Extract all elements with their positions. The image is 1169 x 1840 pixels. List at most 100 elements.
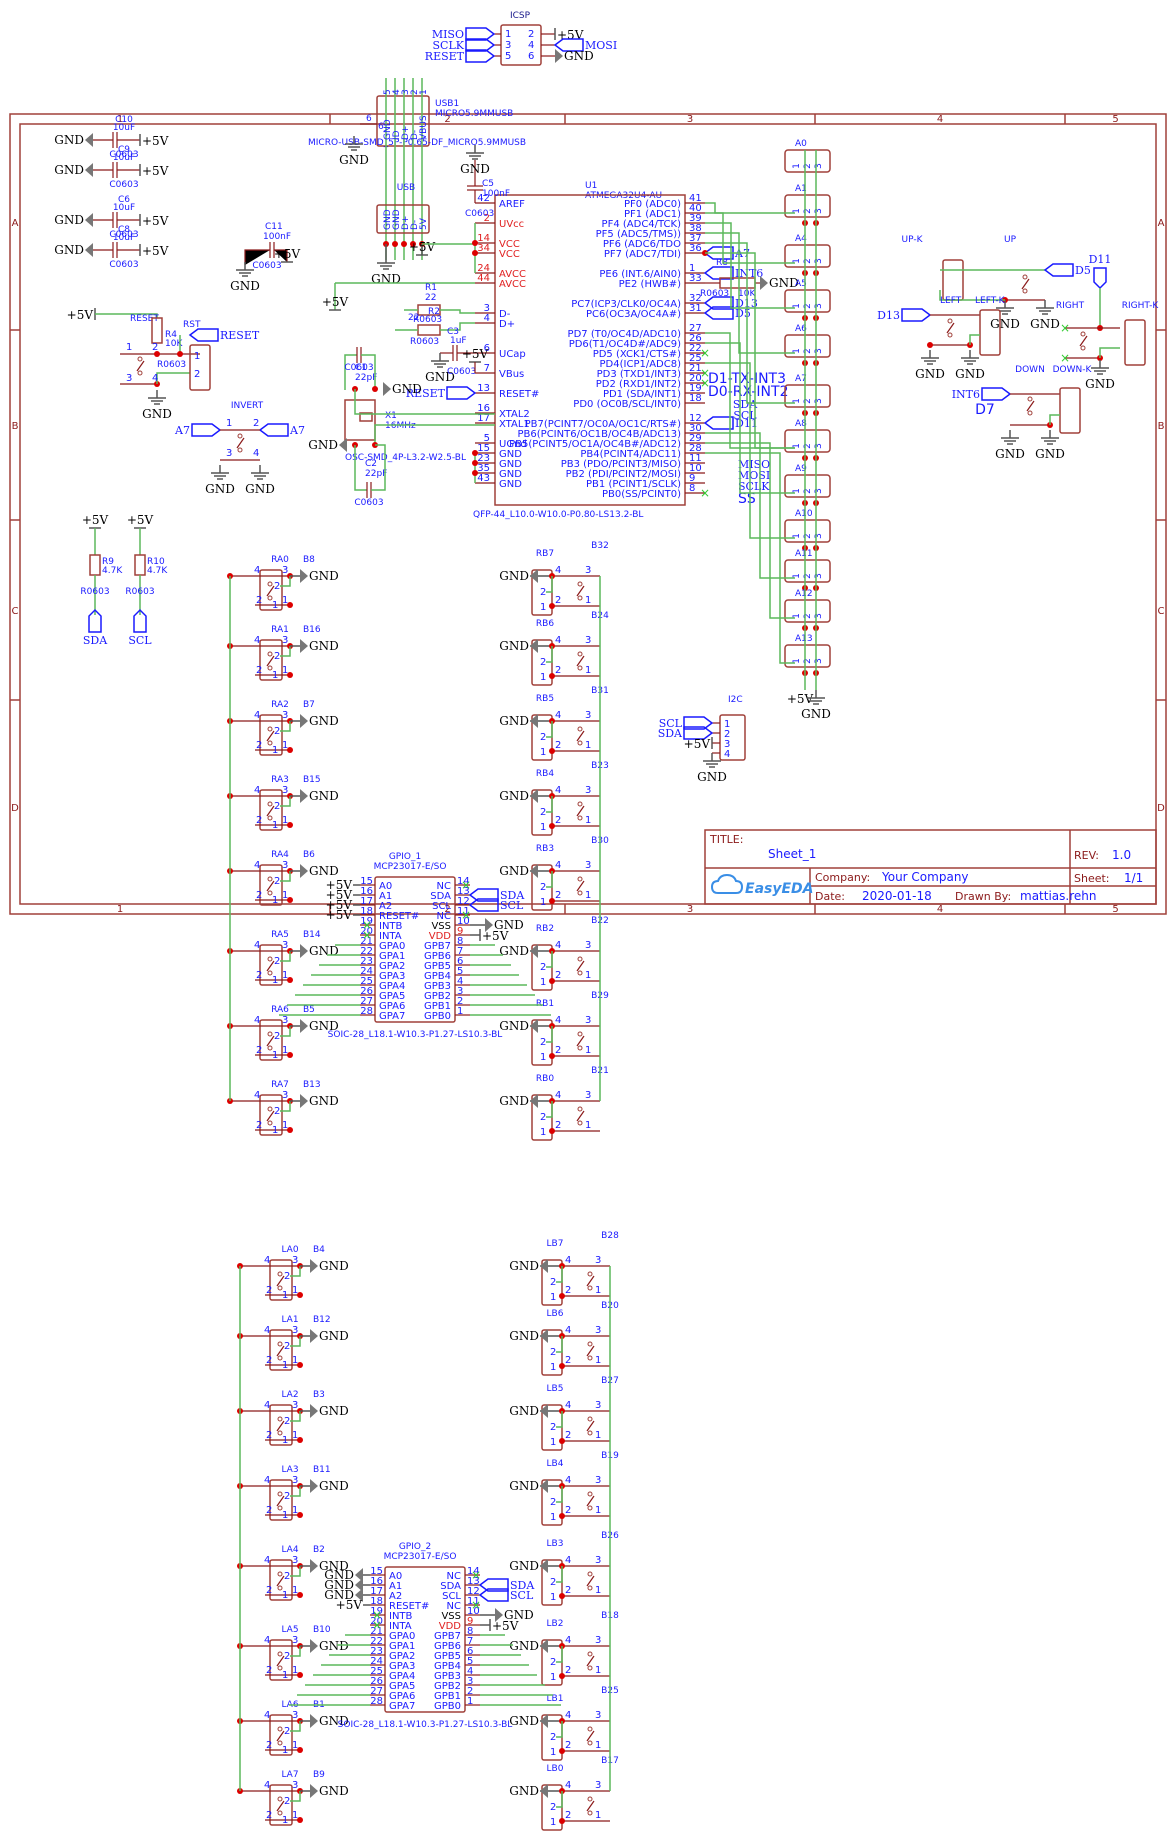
gpio-footprint: SOIC-28_L18.1-W10.3-P1.27-LS10.3-BL <box>328 1030 503 1040</box>
pin-number: 6 <box>378 122 384 132</box>
pin-name: PB4(PCINT4/ADC11) <box>580 449 681 460</box>
gnd-symbol: GND <box>300 864 339 878</box>
res-footprint: R0603 <box>157 360 186 370</box>
pin-number: 3 <box>814 573 824 579</box>
button-body <box>269 1479 293 1521</box>
pin-number: 2 <box>194 369 200 380</box>
gnd-label: GND <box>1085 377 1115 391</box>
gpio-body <box>374 876 456 1023</box>
cap-value: 22pF <box>355 373 377 383</box>
frame-col-label: 1 <box>117 904 123 915</box>
up-k-label: UP-K <box>902 235 924 245</box>
pin-number: 2 <box>565 1505 571 1516</box>
pin-number: 1 <box>540 602 546 613</box>
pin-name: VSS <box>431 921 451 932</box>
junction-dot <box>287 977 293 983</box>
pin-name: GND <box>499 459 522 470</box>
pin-name: RESET# <box>389 1601 429 1612</box>
vcc-symbol: +5V <box>139 214 169 228</box>
pin-name: D- <box>499 309 511 320</box>
pin-number: 19 <box>360 916 373 927</box>
switch-lever <box>236 437 245 449</box>
switch-contact <box>1080 345 1086 351</box>
switch-lever <box>946 322 955 334</box>
gnd-label: GND <box>499 569 529 583</box>
pin-name: NC <box>437 911 451 922</box>
pin-number: 2 <box>803 533 813 539</box>
res-ref: R9 <box>102 557 114 567</box>
pin-number: 3 <box>814 258 824 264</box>
switch-lever <box>586 1420 595 1432</box>
gnd-label: GND <box>309 944 339 958</box>
net-flag: SCL <box>128 608 152 647</box>
usb-body <box>376 204 430 234</box>
gnd-label: GND <box>499 789 529 803</box>
pin-number: 4 <box>555 1015 561 1026</box>
gnd-label: GND <box>504 1608 534 1622</box>
pin-number: 2 <box>565 1585 571 1596</box>
pin-number: 3 <box>126 373 132 384</box>
vcc-symbol: +5V <box>684 737 713 751</box>
gnd-label: GND <box>324 1568 354 1582</box>
pin-number: 2 <box>528 29 534 40</box>
ground-icon <box>495 1608 503 1622</box>
frame-row-label: D <box>1157 803 1165 814</box>
gnd-label: GND <box>509 1714 539 1728</box>
pin-number: 3 <box>282 1015 288 1026</box>
switch-icon <box>266 581 275 601</box>
pin-number: 3 <box>282 785 288 796</box>
pin-name: VBUS <box>419 115 429 140</box>
pin-number: 4 <box>555 635 561 646</box>
pin-name: PF1 (ADC1) <box>624 209 681 220</box>
button-body <box>259 789 283 831</box>
vcc-label: +5V <box>326 878 353 892</box>
pin-number: 3 <box>292 1555 298 1566</box>
pin-number: 8 <box>457 936 463 947</box>
wire <box>556 1791 563 1808</box>
res-value: 4.7K <box>147 566 168 576</box>
button-label: B4 <box>313 1245 325 1255</box>
ground-icon <box>355 1568 363 1582</box>
gnd-symbol: GND <box>509 1479 548 1493</box>
wire <box>705 242 795 404</box>
gnd-label: GND <box>54 133 84 147</box>
pin-number: 1 <box>540 822 546 833</box>
header-label: A10 <box>795 509 813 519</box>
pin-name: D+ <box>401 216 411 230</box>
pin-number: 1 <box>550 1362 556 1373</box>
pin-number: 4 <box>254 1090 260 1101</box>
net-label: INT6 <box>735 267 763 280</box>
pin-number: 1 <box>540 977 546 988</box>
button-label: B6 <box>303 850 315 860</box>
button-ref: LB3 <box>547 1539 564 1549</box>
pin-number: 3 <box>282 940 288 951</box>
button-label: B16 <box>303 625 321 635</box>
pin-name: VCC <box>499 249 520 260</box>
ground-icon <box>540 1784 548 1798</box>
down-k-label: DOWN-K <box>1053 365 1093 375</box>
pin-number: 2 <box>803 443 813 449</box>
pin-number: 2 <box>484 213 490 224</box>
frame-col-label: 2 <box>444 904 450 915</box>
pin-number: 1 <box>792 303 802 309</box>
pin-number: 4 <box>555 940 561 951</box>
button-ref: RA3 <box>271 775 289 785</box>
switch-contact <box>587 1416 593 1422</box>
pin-number: 3 <box>814 613 824 619</box>
net-port-icon <box>465 38 496 52</box>
pin-number: 1 <box>792 208 802 214</box>
junction-dot <box>472 470 478 476</box>
switch-icon <box>586 1726 595 1746</box>
junction-dot <box>177 351 183 357</box>
pin-number: 3 <box>401 89 411 95</box>
pin-number: 1 <box>792 613 802 619</box>
pin-name: INTB <box>389 1611 413 1622</box>
net-label: SDA <box>510 1579 535 1592</box>
left-label: LEFT <box>940 296 962 306</box>
usb1-ref: USB1 <box>435 99 459 109</box>
pin-number: 1 <box>540 747 546 758</box>
